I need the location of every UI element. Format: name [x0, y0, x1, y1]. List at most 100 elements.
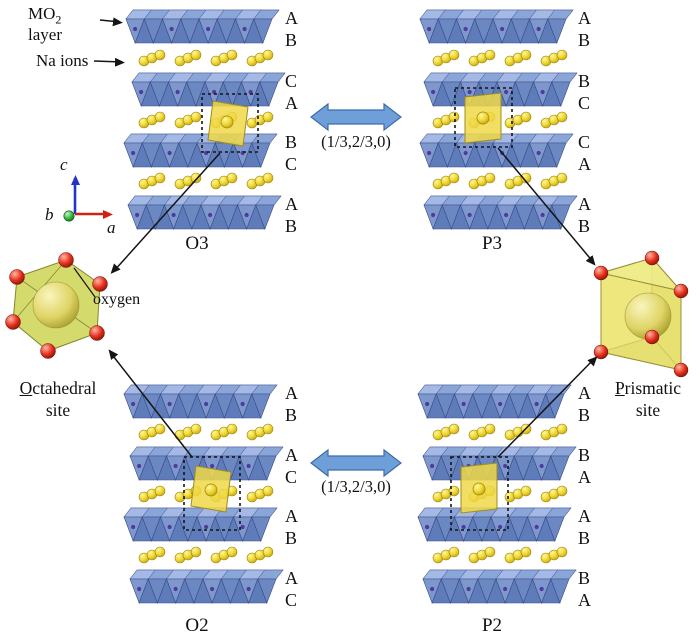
na-ion — [154, 172, 166, 184]
octahedral-site-line2: site — [45, 399, 71, 420]
prismatic-site-label: Prismatic site — [596, 378, 700, 422]
metal-atom — [171, 212, 176, 218]
highlighted-na-ion — [220, 115, 234, 129]
highlighted-na-ion — [472, 482, 486, 496]
na-ion — [262, 172, 274, 184]
na-ion — [448, 49, 460, 61]
stacking-label: C — [578, 132, 591, 152]
structure-O3 — [123, 9, 286, 230]
metal-atom — [461, 524, 466, 530]
na-ion — [556, 49, 568, 61]
metal-atom — [137, 586, 142, 592]
stacking-label: B — [285, 216, 298, 236]
oxygen-atom — [9, 269, 25, 285]
axis-a-label: a — [107, 218, 116, 237]
stacking-label: A — [578, 154, 591, 174]
metal-atom — [461, 401, 466, 407]
stacking-label: B — [578, 445, 591, 465]
stacking-label: C — [578, 93, 591, 113]
na-ion-row — [432, 49, 568, 67]
mo2-slab — [125, 9, 280, 44]
site-pointer-arrow — [497, 147, 596, 266]
metal-atom — [504, 212, 509, 218]
na-ion — [154, 423, 166, 435]
metal-atom — [534, 401, 539, 407]
na-ion — [262, 485, 274, 497]
double-arrow-icon — [310, 448, 402, 478]
na-ion — [262, 546, 274, 558]
stacking-label: B — [285, 528, 298, 548]
oxygen-label: oxygen — [93, 291, 141, 308]
na-ion — [190, 49, 202, 61]
oxygen-pointer-line — [73, 267, 96, 298]
na-ion — [556, 546, 568, 558]
metal-atom — [244, 212, 249, 218]
na-ion — [484, 546, 496, 558]
stacking-label: B — [578, 216, 591, 236]
glide-vector-label-top: (1/3,2/3,0) — [321, 132, 391, 151]
na-ion — [154, 111, 166, 123]
metal-atom — [240, 524, 245, 530]
na-ion — [190, 172, 202, 184]
na-ion — [190, 111, 202, 123]
octahedral-site-graphic — [5, 252, 108, 359]
octahedral-site-line1: Octahedral — [19, 378, 97, 398]
mo2-slab — [422, 569, 577, 604]
metal-atom — [431, 89, 436, 95]
structure-label-O3: O3 — [185, 233, 209, 254]
metal-atom — [467, 89, 472, 95]
mo2-prefix: MO — [28, 4, 56, 23]
stacking-label: B — [578, 30, 591, 50]
oxygen-atom — [673, 362, 689, 378]
mo2-layer-arrow-icon — [99, 17, 123, 27]
metal-atom — [540, 212, 545, 218]
oxygen-atom — [593, 344, 609, 360]
highlighted-na-ion — [204, 483, 218, 497]
metal-atom — [427, 150, 432, 156]
stacking-label: A — [285, 93, 298, 113]
stacking-label: A — [285, 568, 298, 588]
na-ion — [154, 546, 166, 558]
structure-label-O2: O2 — [185, 615, 209, 636]
stacking-label: B — [578, 528, 591, 548]
metal-atom — [240, 401, 245, 407]
mo2-layer-label: MO2 layer — [28, 4, 62, 45]
metal-atom — [208, 212, 213, 218]
prismatic-site-line2: site — [635, 399, 661, 420]
oxygen-atom — [40, 343, 56, 359]
mo2-slab — [419, 9, 574, 44]
stacking-label: C — [285, 590, 298, 610]
metal-atom — [539, 463, 544, 469]
metal-atom — [173, 586, 178, 592]
mo2-layer-word: layer — [28, 25, 62, 45]
metal-atom — [139, 89, 144, 95]
stacking-label: A — [285, 506, 298, 526]
stacking-label: A — [285, 445, 298, 465]
oxygen-atom — [58, 252, 74, 268]
structure-P3 — [419, 9, 578, 230]
mo2-slab — [123, 384, 278, 419]
metal-atom — [536, 26, 541, 32]
metal-atom — [467, 212, 472, 218]
metal-atom — [173, 463, 178, 469]
metal-atom — [167, 401, 172, 407]
stacking-label: B — [578, 405, 591, 425]
na-ion-row — [138, 172, 274, 190]
metal-atom — [167, 150, 172, 156]
na-ion — [520, 172, 532, 184]
na-ion — [154, 49, 166, 61]
mo2-slab — [127, 195, 282, 230]
stacking-label: B — [578, 568, 591, 588]
na-ion — [262, 49, 274, 61]
metal-atom — [246, 586, 251, 592]
stacking-label: A — [578, 383, 591, 403]
stacking-label: C — [285, 154, 298, 174]
metal-atom — [169, 26, 174, 32]
na-ion — [262, 111, 274, 123]
metal-atom — [425, 401, 430, 407]
mo2-slab — [129, 569, 284, 604]
metal-atom — [131, 150, 136, 156]
na-ion — [226, 49, 238, 61]
na-ions-arrow-icon — [93, 57, 125, 67]
stacking-label: B — [285, 132, 298, 152]
